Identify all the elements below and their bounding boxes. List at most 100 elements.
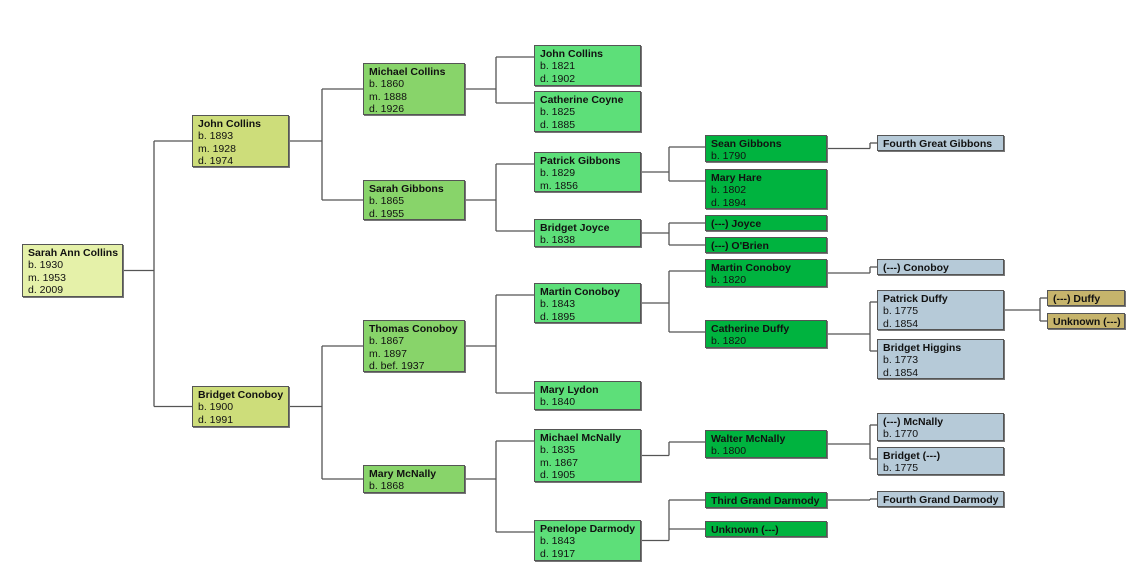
person-name: Bridget (---) bbox=[883, 450, 941, 462]
person-name: Sarah Ann Collins bbox=[28, 247, 119, 259]
person-box[interactable]: Unknown (---) bbox=[705, 521, 827, 537]
person-date: b. 1820 bbox=[711, 274, 747, 287]
person-date: m. 1953 bbox=[28, 271, 66, 284]
person-date: d. 1854 bbox=[883, 317, 919, 330]
person-name: (---) Conoboy bbox=[883, 262, 949, 274]
person-date: d. 1917 bbox=[540, 547, 576, 560]
person-date: b. 1843 bbox=[540, 298, 576, 311]
person-name: John Collins bbox=[198, 118, 261, 130]
person-date: b. 1860 bbox=[369, 78, 405, 91]
person-name: Catherine Duffy bbox=[711, 323, 790, 335]
person-box[interactable]: Fourth Grand Darmody bbox=[877, 491, 1004, 507]
person-date: b. 1843 bbox=[540, 535, 576, 548]
person-name: Fourth Great Gibbons bbox=[883, 138, 993, 150]
person-box[interactable]: (---) Duffy bbox=[1047, 290, 1125, 306]
person-box[interactable]: (---) Conoboy bbox=[877, 259, 1004, 275]
person-name: Mary McNally bbox=[369, 468, 437, 480]
person-date: b. 1820 bbox=[711, 335, 747, 348]
person-name: Fourth Grand Darmody bbox=[883, 494, 999, 506]
person-box[interactable]: (---) Joyce bbox=[705, 215, 827, 231]
person-date: b. 1770 bbox=[883, 428, 919, 441]
person-date: d. 1991 bbox=[198, 413, 234, 426]
person-date: b. 1835 bbox=[540, 444, 576, 457]
person-box[interactable]: Unknown (---) bbox=[1047, 313, 1125, 329]
person-name: (---) Joyce bbox=[711, 218, 762, 230]
person-name: Sean Gibbons bbox=[711, 138, 782, 150]
person-date: m. 1856 bbox=[540, 179, 578, 192]
person-date: b. 1930 bbox=[28, 259, 64, 272]
person-box[interactable]: Bridget (---)b. 1775 bbox=[877, 447, 1004, 475]
person-name: Unknown (---) bbox=[1053, 316, 1121, 328]
person-date: m. 1867 bbox=[540, 456, 578, 469]
person-date: d. 1974 bbox=[198, 154, 234, 167]
person-date: b. 1790 bbox=[711, 150, 747, 162]
person-date: d. 1926 bbox=[369, 102, 405, 115]
person-date: d. 2009 bbox=[28, 283, 64, 296]
person-date: b. 1838 bbox=[540, 234, 576, 247]
person-name: (---) Duffy bbox=[1053, 293, 1101, 305]
person-name: Catherine Coyne bbox=[540, 94, 624, 106]
person-name: Penelope Darmody bbox=[540, 523, 636, 535]
person-box[interactable]: (---) O'Brien bbox=[705, 237, 827, 253]
person-date: d. 1895 bbox=[540, 310, 576, 323]
person-date: d. 1955 bbox=[369, 207, 405, 220]
person-name: John Collins bbox=[540, 48, 603, 60]
person-name: Third Grand Darmody bbox=[711, 495, 820, 507]
person-date: b. 1775 bbox=[883, 305, 919, 318]
person-name: Martin Conoboy bbox=[711, 262, 791, 274]
person-date: m. 1888 bbox=[369, 90, 407, 103]
person-date: m. 1928 bbox=[198, 142, 236, 155]
person-date: d. 1905 bbox=[540, 468, 576, 481]
person-date: b. 1802 bbox=[711, 184, 747, 197]
person-date: b. 1893 bbox=[198, 130, 234, 143]
person-date: d. 1902 bbox=[540, 72, 576, 85]
person-box[interactable]: Third Grand Darmody bbox=[705, 492, 827, 508]
person-name: Patrick Gibbons bbox=[540, 155, 621, 167]
person-name: Bridget Higgins bbox=[883, 342, 962, 354]
person-name: Martin Conoboy bbox=[540, 286, 620, 298]
person-date: b. 1829 bbox=[540, 167, 576, 180]
person-date: b. 1800 bbox=[711, 445, 747, 458]
person-name: Sarah Gibbons bbox=[369, 183, 444, 195]
person-date: d. bef. 1937 bbox=[369, 359, 425, 372]
person-date: b. 1868 bbox=[369, 480, 405, 493]
person-date: d. 1894 bbox=[711, 196, 747, 209]
person-name: Michael Collins bbox=[369, 66, 446, 78]
person-name: Mary Hare bbox=[711, 172, 762, 184]
person-date: b. 1825 bbox=[540, 106, 576, 119]
person-box[interactable]: Fourth Great Gibbons bbox=[877, 135, 1004, 151]
person-name: (---) O'Brien bbox=[711, 240, 769, 252]
person-name: (---) McNally bbox=[883, 416, 944, 428]
person-name: Patrick Duffy bbox=[883, 293, 948, 305]
person-date: b. 1865 bbox=[369, 195, 405, 208]
person-date: m. 1897 bbox=[369, 347, 407, 360]
person-date: b. 1867 bbox=[369, 335, 405, 348]
person-name: Michael McNally bbox=[540, 432, 622, 444]
person-name: Unknown (---) bbox=[711, 524, 779, 536]
person-name: Thomas Conoboy bbox=[369, 323, 458, 335]
